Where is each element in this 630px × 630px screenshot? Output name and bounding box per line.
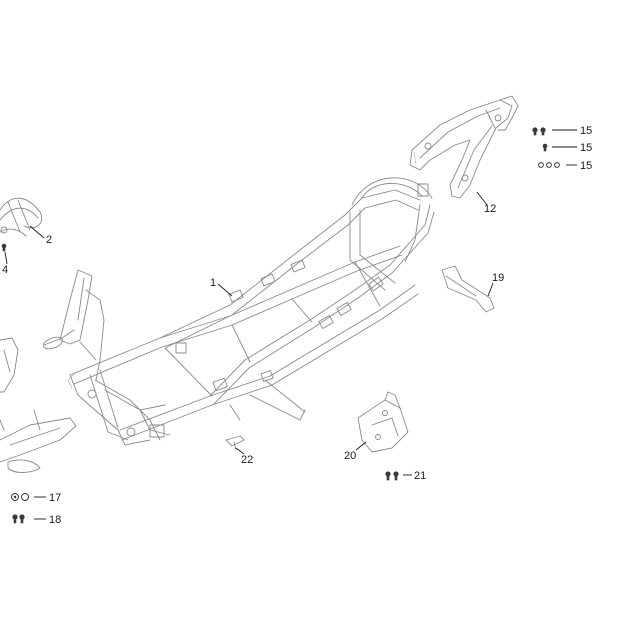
small-bracket [441, 265, 495, 313]
callout-1: 1 [210, 277, 216, 289]
washer-icon-17 [11, 493, 29, 501]
rear-carrier [409, 95, 519, 199]
handle-bracket [0, 197, 43, 237]
screw-icon-4 [1, 243, 7, 252]
callout-22: 22 [241, 454, 253, 466]
callout-15-screw: 15 [580, 142, 592, 154]
screw-icon-15b [542, 143, 548, 152]
callout-15-screws: 15 [580, 125, 592, 137]
nut-icon-15c [538, 162, 560, 168]
callout-21: 21 [414, 470, 426, 482]
callout-19: 19 [492, 272, 504, 284]
callout-12: 12 [484, 203, 496, 215]
screw-icon-21 [385, 471, 399, 481]
callout-2: 2 [46, 234, 52, 246]
clip-part [225, 435, 245, 451]
screw-icon-15a [532, 127, 546, 136]
mount-bracket [357, 391, 409, 453]
callout-15-nuts: 15 [580, 160, 592, 172]
screw-icon-18 [12, 514, 25, 524]
callout-20: 20 [344, 450, 356, 462]
callout-18: 18 [49, 514, 61, 526]
callout-17: 17 [49, 492, 61, 504]
callout-labels: 1 2 4 12 15 15 15 19 20 21 22 17 18 [2, 125, 592, 526]
callout-4: 4 [2, 264, 8, 276]
leader-lines [4, 129, 577, 520]
main-frame [67, 177, 435, 446]
left-side-parts [0, 337, 77, 473]
front-tube [42, 269, 105, 381]
